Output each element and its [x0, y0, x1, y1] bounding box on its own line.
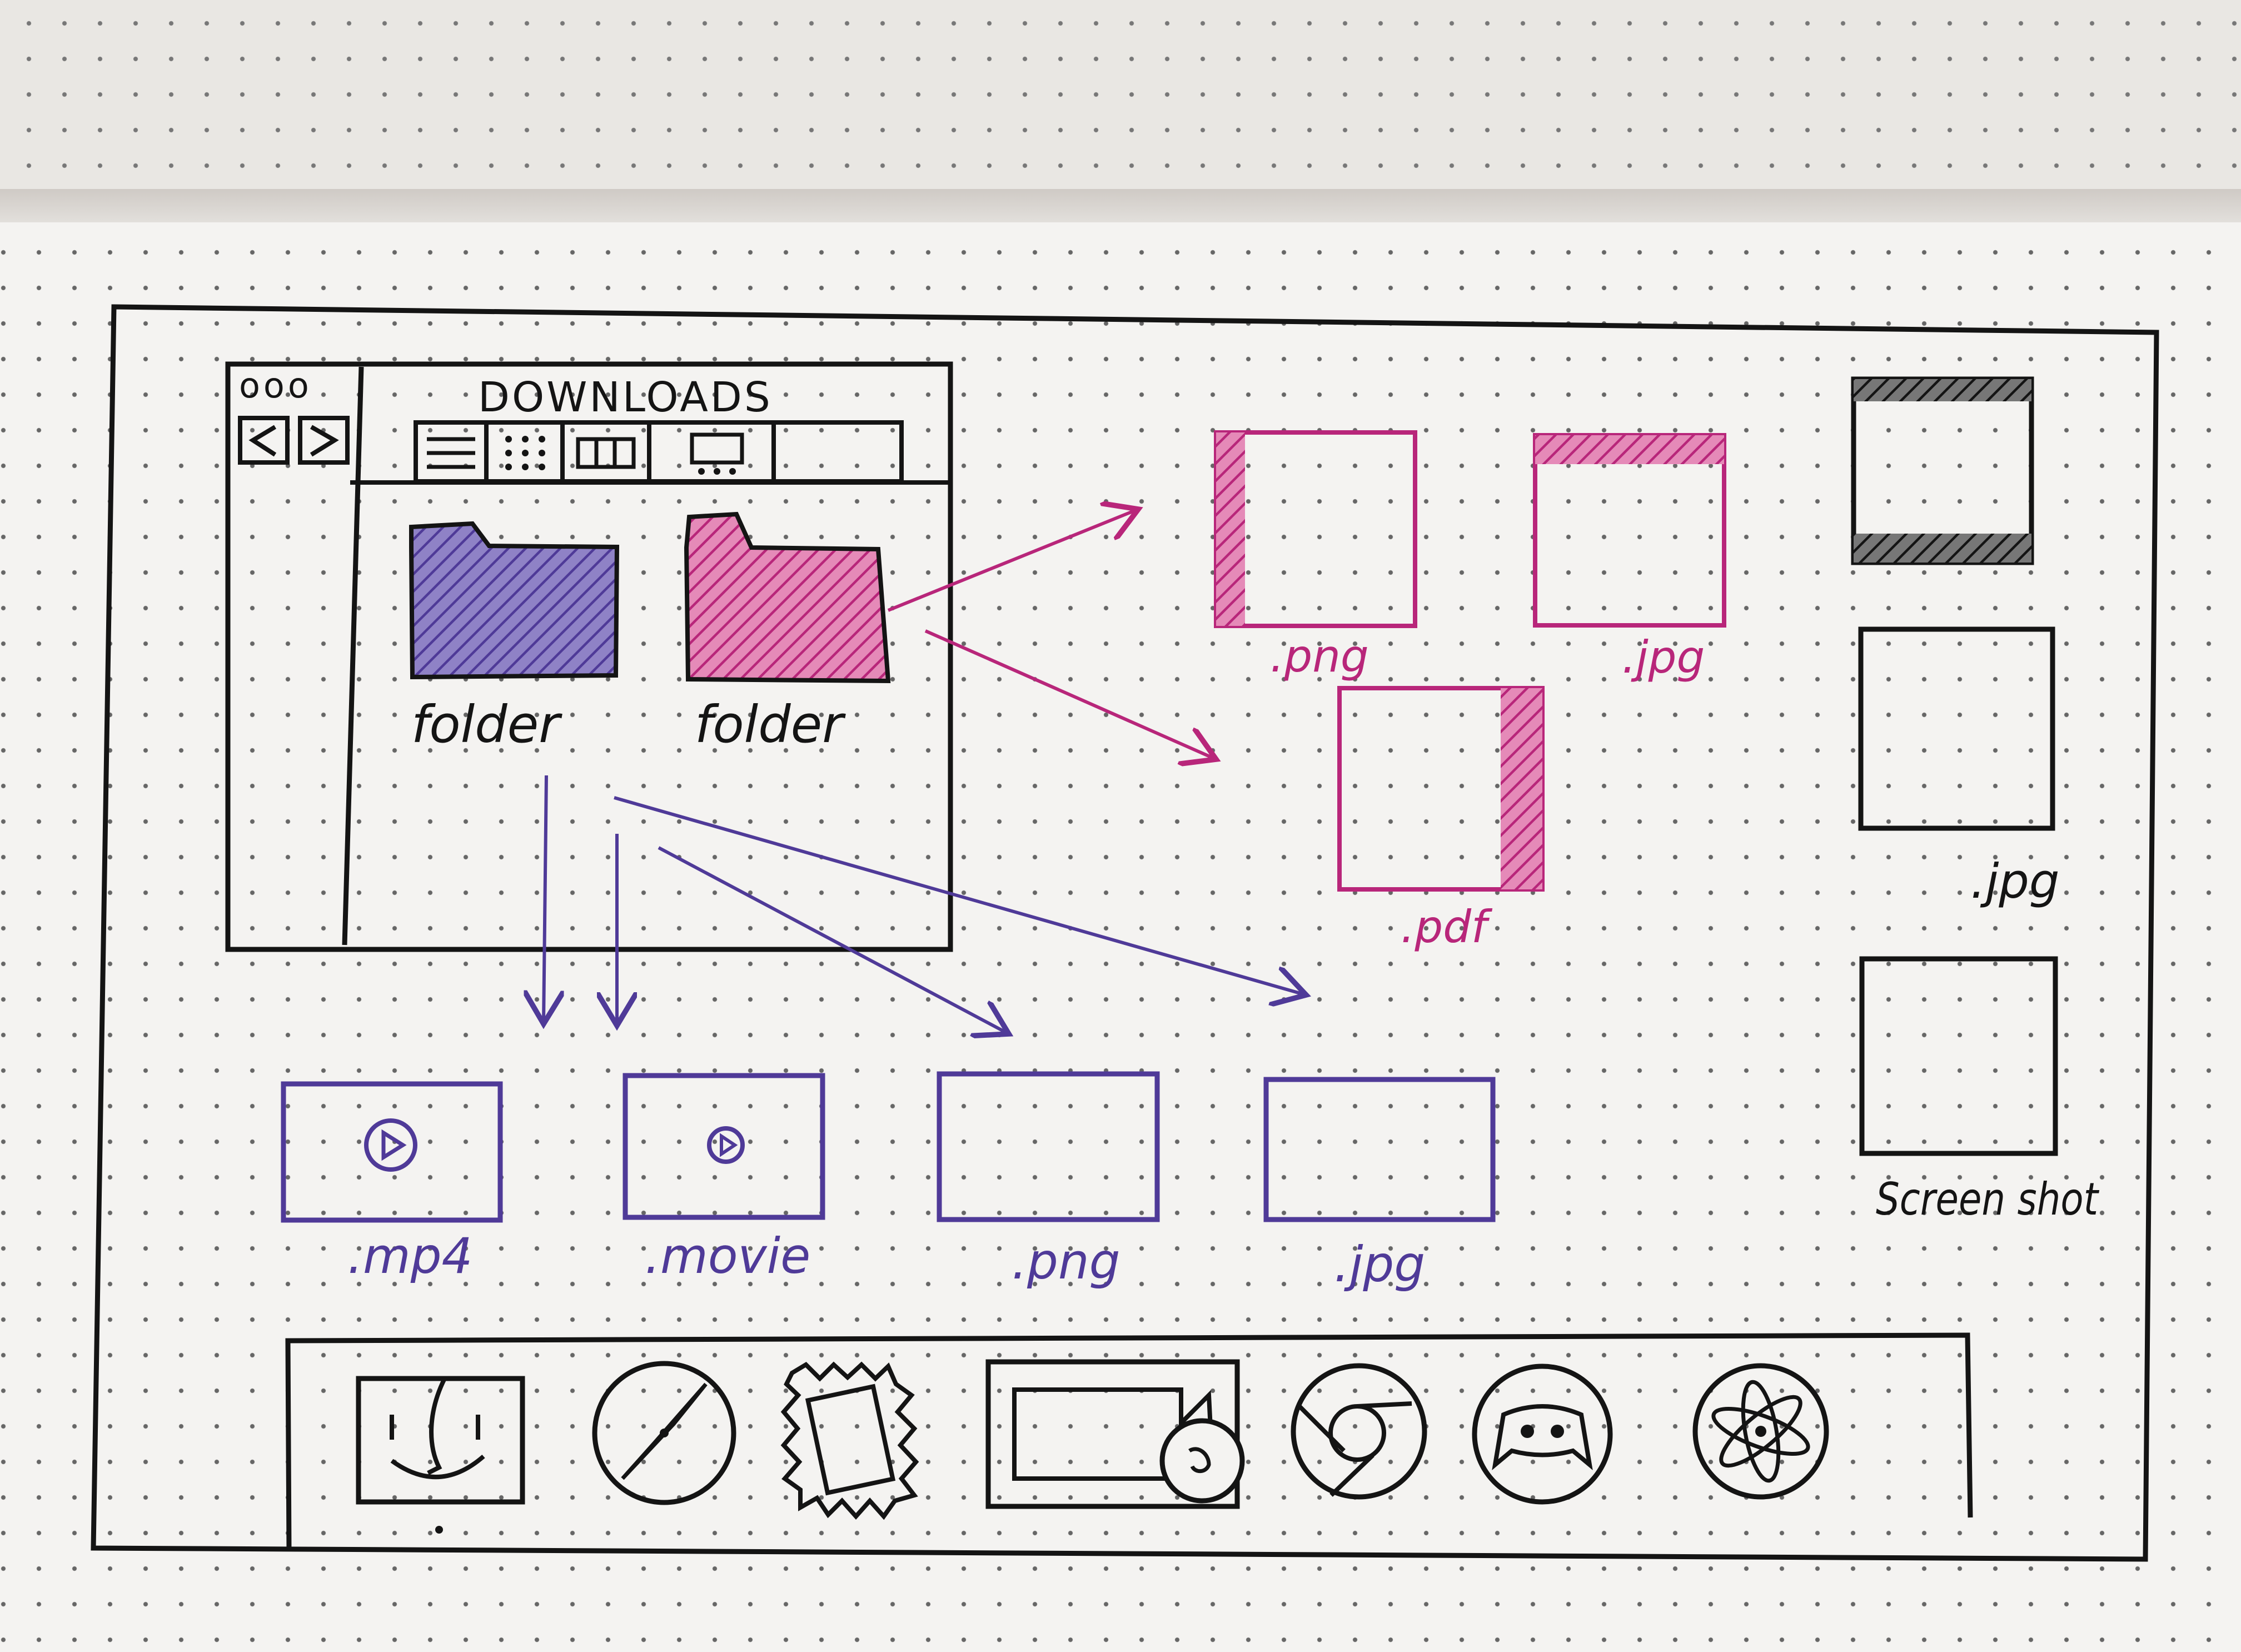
window-title: DOWNLOADS — [478, 374, 773, 421]
folder-icon — [684, 511, 891, 684]
notebook-previous-page — [0, 0, 2241, 222]
purple-file-movie[interactable]: .movie — [622, 1073, 825, 1285]
play-icon — [707, 1126, 745, 1164]
arrow-to-pdf — [924, 629, 1216, 759]
back-arrow-icon — [248, 425, 277, 457]
arrow-to-mp4 — [544, 775, 546, 1024]
file-label: .jpg — [1334, 1236, 1425, 1293]
window-frame — [225, 361, 953, 952]
purple-file-mp4[interactable]: .mp4 — [281, 1081, 503, 1285]
purple-file-png[interactable]: .png — [937, 1071, 1160, 1290]
pink-file-jpg[interactable]: .jpg — [1533, 433, 1726, 683]
play-icon — [364, 1118, 417, 1172]
file-label: .pdf — [1401, 901, 1493, 953]
purple-file-jpg[interactable]: .jpg — [1263, 1077, 1496, 1293]
view-mode-toolbar — [414, 420, 904, 484]
photos-stamp-icon[interactable] — [780, 1361, 919, 1520]
folder-purple[interactable]: folder — [409, 521, 620, 754]
finder-window: ooo DOWNLOADS — [225, 361, 953, 952]
chrome-icon[interactable] — [1291, 1363, 1427, 1500]
folder-pink[interactable]: folder — [684, 511, 891, 754]
dock-frame — [285, 1332, 1973, 1551]
file-label: Screen shot — [1876, 1173, 2099, 1225]
folder-label: folder — [695, 695, 846, 754]
screen-frame — [91, 304, 2159, 1562]
atom-icon[interactable] — [1692, 1363, 1829, 1500]
right-file-screenshot[interactable]: Screen shot — [1859, 956, 2099, 1225]
pink-file-pdf[interactable]: .pdf — [1337, 686, 1545, 953]
gallery-view-icon[interactable] — [690, 432, 744, 475]
arrow-to-png — [887, 509, 1138, 612]
file-label: .movie — [645, 1227, 810, 1285]
pink-file-png[interactable]: .png — [1214, 430, 1417, 682]
window-sidebar-divider — [342, 366, 364, 946]
forward-button[interactable] — [298, 416, 350, 465]
file-label: .mp4 — [347, 1227, 473, 1285]
back-button[interactable] — [238, 416, 290, 465]
discord-icon[interactable] — [1472, 1364, 1613, 1505]
arrow-to-png-purple — [658, 846, 1009, 1034]
safari-icon[interactable] — [592, 1361, 736, 1505]
traffic-lights[interactable]: ooo — [239, 365, 312, 406]
notebook-page — [0, 222, 2241, 1652]
file-top-band — [1854, 379, 2031, 401]
icon-view-icon[interactable] — [505, 436, 545, 470]
folder-icon — [409, 521, 620, 680]
file-label: .jpg — [1622, 631, 1705, 683]
arrow-to-jpg-purple — [614, 796, 1306, 995]
file-top-band — [1535, 435, 1724, 464]
facetime-icon[interactable] — [985, 1359, 1245, 1509]
column-view-icon[interactable] — [576, 437, 636, 469]
right-file-image[interactable] — [1851, 376, 2034, 565]
file-bottom-band — [1854, 534, 2031, 563]
dock — [285, 1332, 1973, 1551]
file-label: .png — [1270, 630, 1369, 682]
right-file-jpg[interactable]: .jpg — [1858, 626, 2059, 909]
file-side-band — [1501, 688, 1542, 889]
list-view-icon[interactable] — [427, 437, 475, 469]
forward-arrow-icon — [310, 425, 339, 457]
file-label: .png — [1012, 1233, 1120, 1290]
finder-icon[interactable] — [356, 1376, 525, 1534]
file-label: .jpg — [1970, 854, 2059, 909]
file-sidebar-band — [1216, 432, 1245, 626]
folder-label: folder — [411, 695, 562, 754]
